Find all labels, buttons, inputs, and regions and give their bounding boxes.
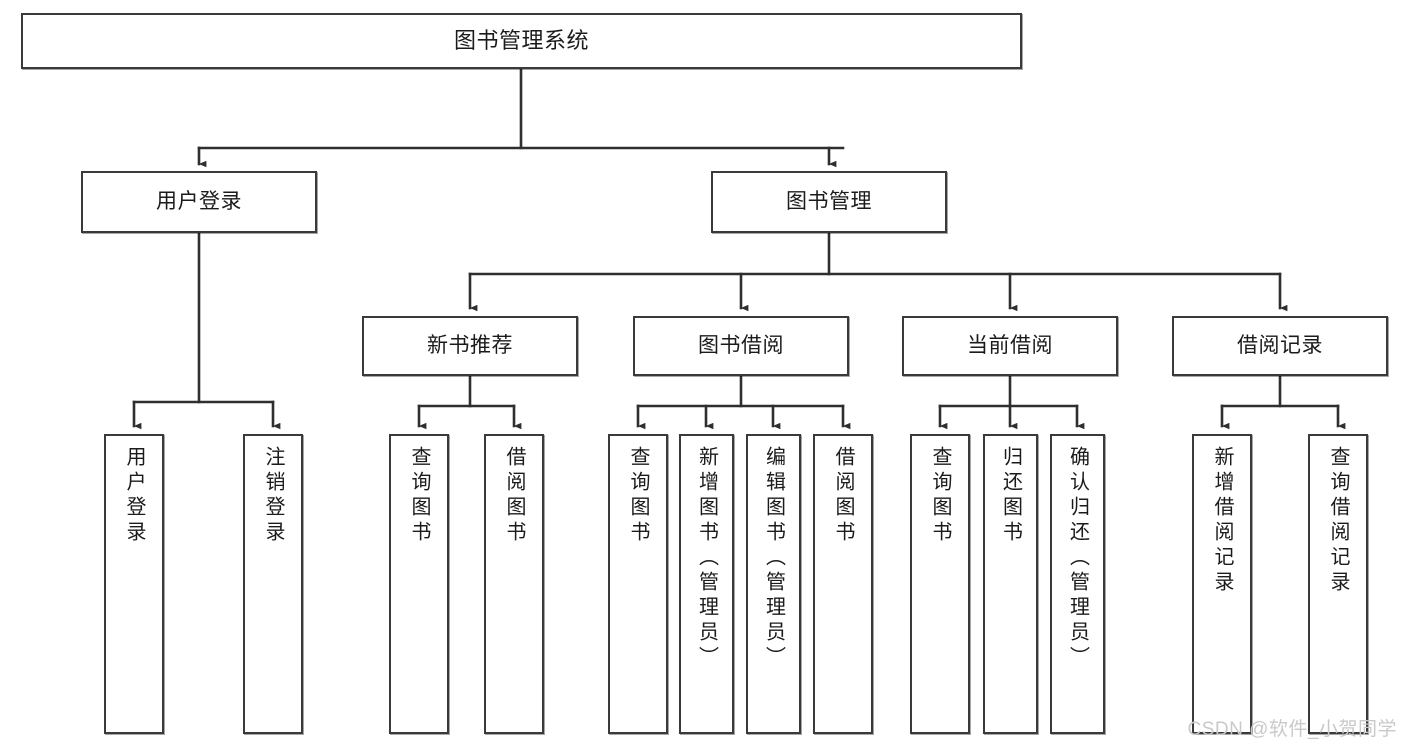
node-borrow-record-label: 借阅记录: [1237, 334, 1323, 358]
node-root-label: 图书管理系统: [453, 27, 589, 53]
node-leaf-add-book-label: 新增图书（管理员）: [695, 446, 718, 671]
node-leaf-query-book-3-label: 查询图书: [929, 446, 951, 546]
connector-lines: [132, 67, 1346, 430]
node-leaf-query-book-1[interactable]: 查询图书: [389, 434, 449, 734]
node-leaf-add-record[interactable]: 新增借阅记录: [1192, 434, 1252, 734]
node-book-borrow[interactable]: 图书借阅: [633, 316, 849, 376]
node-leaf-query-book-1-label: 查询图书: [408, 446, 430, 546]
node-leaf-query-record[interactable]: 查询借阅记录: [1308, 434, 1368, 734]
node-current-borrow[interactable]: 当前借阅: [902, 316, 1118, 376]
node-leaf-add-book[interactable]: 新增图书（管理员）: [679, 434, 734, 734]
node-leaf-query-book-2[interactable]: 查询图书: [608, 434, 668, 734]
node-leaf-user-login-label: 用户登录: [123, 446, 145, 546]
node-book-borrow-label: 图书借阅: [698, 334, 784, 358]
node-leaf-borrow-book-1[interactable]: 借阅图书: [484, 434, 544, 734]
node-current-borrow-label: 当前借阅: [967, 334, 1053, 358]
node-user-login-label: 用户登录: [156, 190, 242, 214]
node-leaf-user-logout[interactable]: 注销登录: [243, 434, 303, 734]
node-root[interactable]: 图书管理系统: [21, 13, 1022, 69]
node-leaf-return-book-label: 归还图书: [999, 446, 1022, 546]
node-borrow-record[interactable]: 借阅记录: [1172, 316, 1388, 376]
node-leaf-query-record-label: 查询借阅记录: [1327, 446, 1349, 596]
node-leaf-borrow-book-1-label: 借阅图书: [503, 446, 525, 546]
node-leaf-query-book-3[interactable]: 查询图书: [910, 434, 970, 734]
node-leaf-add-record-label: 新增借阅记录: [1211, 446, 1233, 596]
node-leaf-borrow-book-2[interactable]: 借阅图书: [813, 434, 873, 734]
node-book-manage-label: 图书管理: [786, 190, 872, 214]
node-user-login[interactable]: 用户登录: [81, 171, 317, 233]
node-leaf-edit-book-label: 编辑图书（管理员）: [762, 446, 785, 671]
node-leaf-edit-book[interactable]: 编辑图书（管理员）: [746, 434, 801, 734]
node-book-manage[interactable]: 图书管理: [711, 171, 947, 233]
node-new-book-rec[interactable]: 新书推荐: [362, 316, 578, 376]
node-leaf-borrow-book-2-label: 借阅图书: [832, 446, 854, 546]
node-leaf-query-book-2-label: 查询图书: [627, 446, 649, 546]
node-new-book-rec-label: 新书推荐: [427, 334, 513, 358]
node-leaf-confirm-return-label: 确认归还（管理员）: [1066, 446, 1089, 671]
node-leaf-user-login[interactable]: 用户登录: [104, 434, 164, 734]
node-leaf-user-logout-label: 注销登录: [262, 446, 284, 546]
node-leaf-return-book[interactable]: 归还图书: [983, 434, 1038, 734]
node-leaf-confirm-return[interactable]: 确认归还（管理员）: [1050, 434, 1105, 734]
